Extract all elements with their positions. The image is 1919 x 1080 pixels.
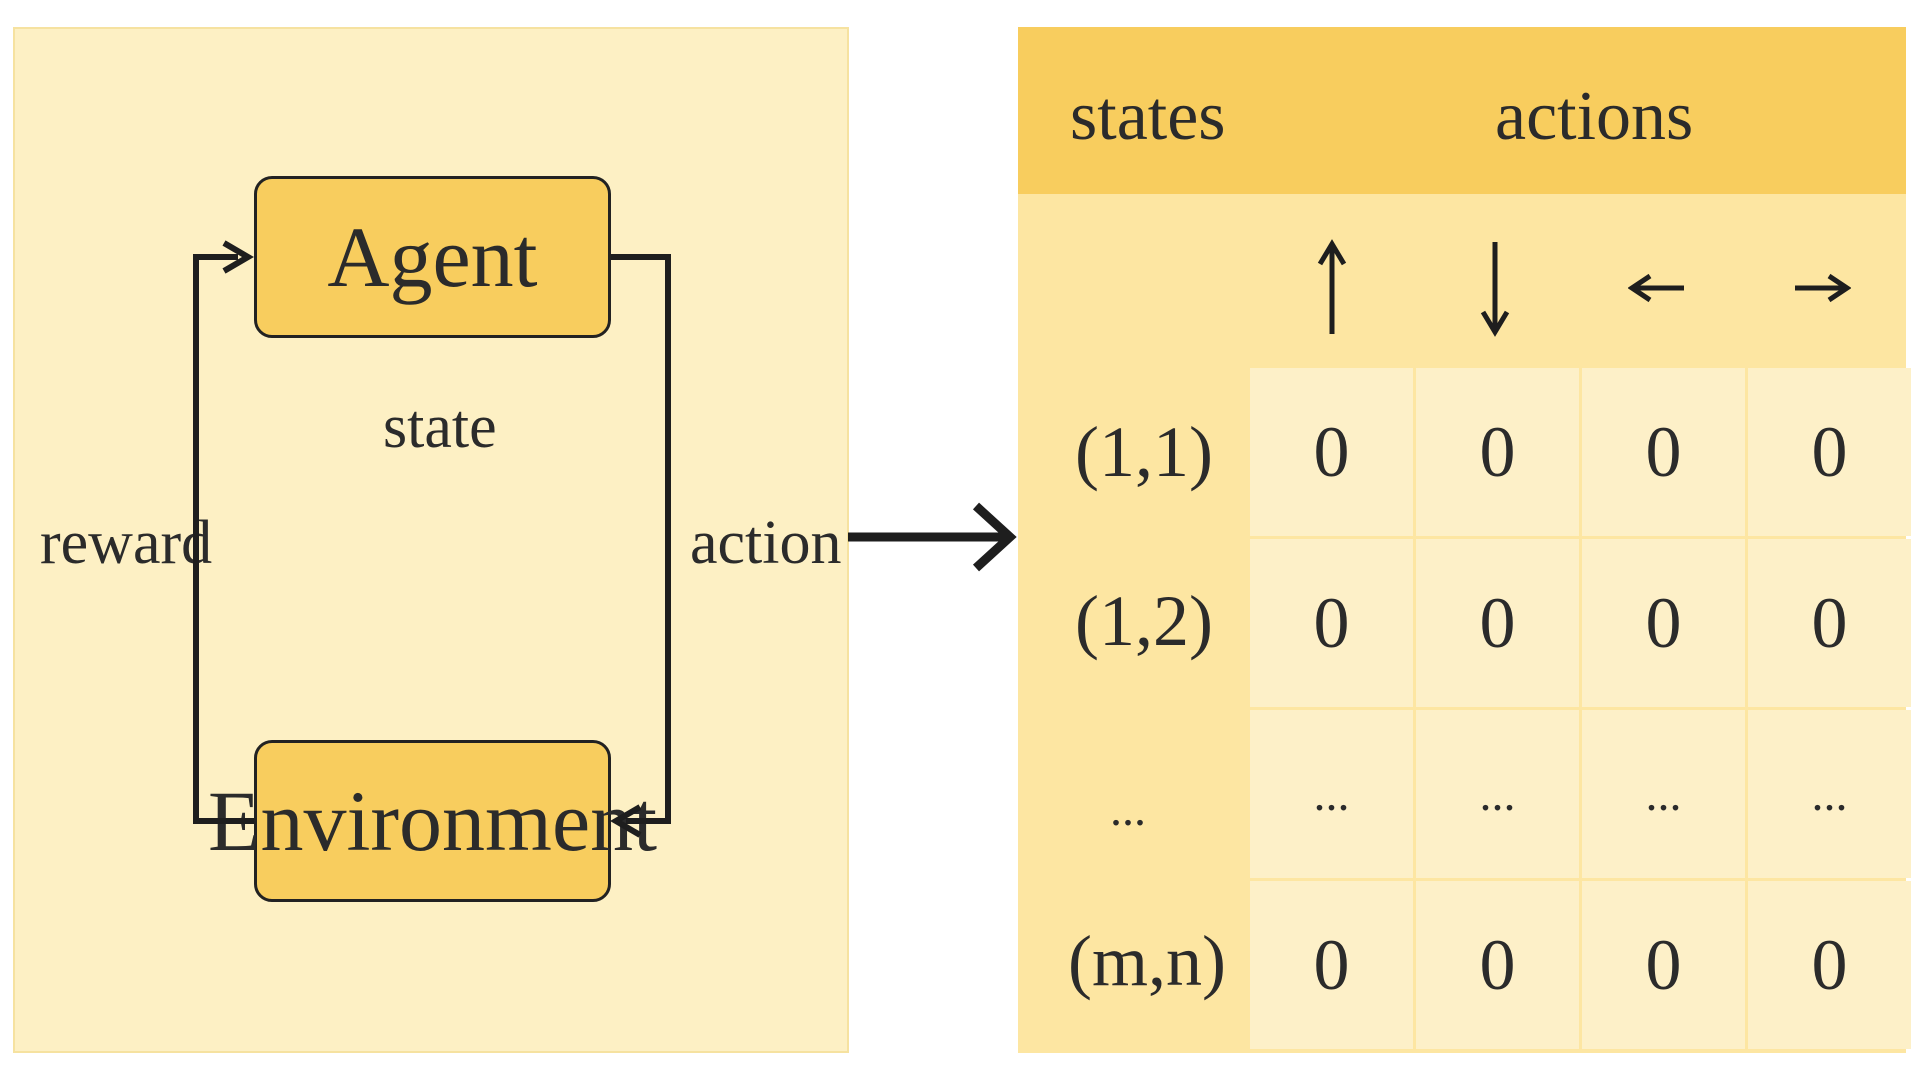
q-value-cell: 0 bbox=[1748, 368, 1911, 536]
q-value-cell: ... bbox=[1250, 710, 1413, 878]
q-value-cell: 0 bbox=[1582, 539, 1745, 707]
q-table-header bbox=[1018, 27, 1906, 194]
up-arrow-icon bbox=[1250, 228, 1413, 348]
transform-arrowhead bbox=[972, 502, 1017, 572]
state-label: state bbox=[383, 393, 497, 461]
q-value-cell: 0 bbox=[1416, 368, 1579, 536]
environment-label: Environment bbox=[207, 773, 658, 869]
agent-label: Agent bbox=[327, 209, 538, 305]
q-value-cell: ... bbox=[1748, 710, 1911, 878]
states-header: states bbox=[1070, 78, 1226, 155]
state-row-label: (1,1) bbox=[1075, 412, 1213, 492]
q-value-cell: 0 bbox=[1582, 881, 1745, 1049]
state-row-label: ... bbox=[1110, 783, 1146, 836]
q-value-cell: 0 bbox=[1250, 881, 1413, 1049]
q-value-cell: ... bbox=[1582, 710, 1745, 878]
reward-label: reward bbox=[40, 509, 213, 577]
q-value-cell: 0 bbox=[1250, 539, 1413, 707]
agent-box: Agent bbox=[254, 176, 611, 338]
q-value-cell: 0 bbox=[1416, 881, 1579, 1049]
state-row-label: (m,n) bbox=[1068, 921, 1226, 1001]
actions-header: actions bbox=[1495, 78, 1694, 155]
q-value-cell: ... bbox=[1416, 710, 1579, 878]
q-value-cell: 0 bbox=[1748, 539, 1911, 707]
q-value-cell: 0 bbox=[1416, 539, 1579, 707]
left-arrow-icon bbox=[1576, 228, 1739, 348]
q-value-cell: 0 bbox=[1748, 881, 1911, 1049]
action-label: action bbox=[690, 509, 842, 577]
down-arrow-icon bbox=[1413, 228, 1576, 348]
q-value-cell: 0 bbox=[1582, 368, 1745, 536]
state-row-label: (1,2) bbox=[1075, 581, 1213, 661]
q-value-cell: 0 bbox=[1250, 368, 1413, 536]
environment-box: Environment bbox=[208, 740, 657, 902]
right-arrow-icon bbox=[1739, 228, 1902, 348]
